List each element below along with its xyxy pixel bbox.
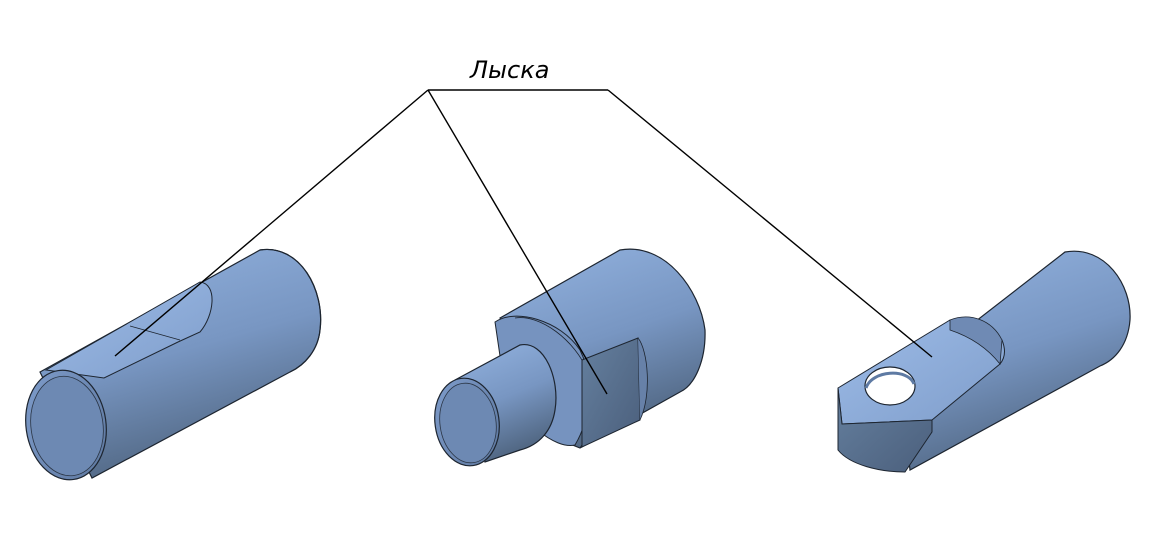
leader-to-cylinder	[114, 89, 429, 357]
callout: Лыска	[114, 56, 933, 395]
rod-body	[899, 250, 1131, 471]
leader-to-rod	[607, 89, 933, 358]
cylinder-flat-face	[44, 281, 213, 379]
part-eye-rod-with-flat	[837, 250, 1131, 473]
cylinder-front-chamfer	[30, 375, 104, 477]
cylinder-back-edge	[259, 248, 322, 373]
shaft-pin-chamfer	[439, 382, 497, 464]
leader-to-shaft	[427, 89, 608, 395]
rod-eye-hole-wall	[864, 371, 916, 389]
callout-label: Лыска	[469, 56, 549, 84]
rod-eye-side	[837, 387, 933, 473]
rod-flat-step	[949, 316, 1003, 366]
cylinder-flat-edge	[129, 325, 181, 341]
part-cylinder-with-flat	[25, 248, 322, 481]
shaft-flat-side	[637, 337, 648, 421]
part-stepped-shaft-with-flat	[434, 248, 706, 467]
